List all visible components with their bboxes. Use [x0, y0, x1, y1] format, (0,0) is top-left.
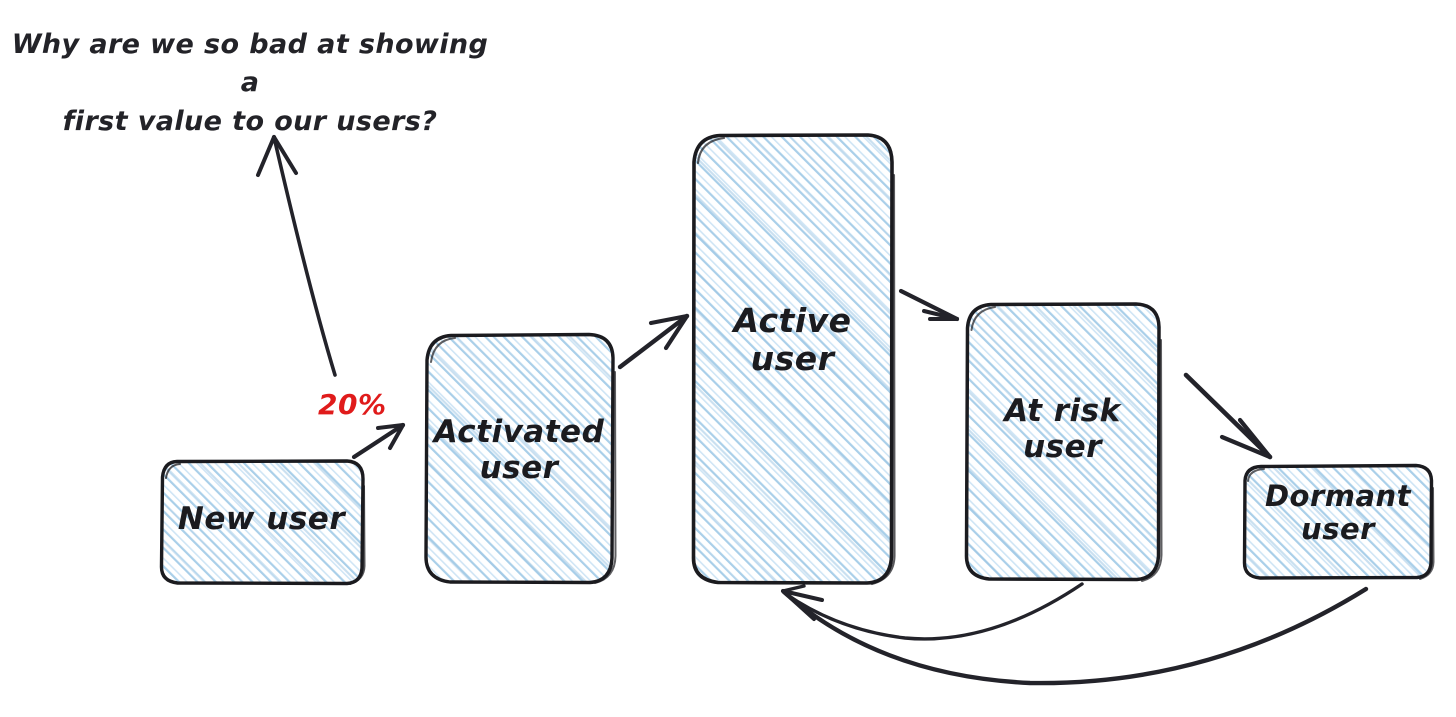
activated-user-fill-overlay: [424, 334, 614, 583]
arrow-head-b-new-activated: [388, 423, 405, 450]
node-active-user[interactable]: [691, 133, 896, 586]
edge-at-risk-back-to-active: [784, 582, 1084, 641]
active-user-fill-overlay: [692, 134, 893, 584]
arrow-head-a-activated-active: [648, 313, 690, 326]
node-new-user[interactable]: [159, 459, 366, 586]
arrow-head-b-atrisk-dormant: [1219, 434, 1273, 460]
new-user-outline-sketch: [165, 463, 366, 585]
edge-activated-to-active: [617, 313, 690, 370]
return-arrow-head-a: [781, 589, 824, 602]
node-activated-user[interactable]: [424, 332, 617, 585]
dormant-user-outline-sketch: [1247, 468, 1435, 580]
callout-arrow-head-left: [256, 135, 276, 177]
arrow-shaft-active-atrisk: [898, 288, 960, 322]
node-at-risk-user[interactable]: [964, 302, 1163, 582]
at-risk-user-outline: [964, 302, 1161, 582]
callout-arrow-shaft: [272, 135, 337, 377]
arrow-shaft-activated-active: [617, 313, 690, 370]
return-arrow-shaft-atrisk: [784, 582, 1084, 641]
arrow-head-a-new-activated: [376, 423, 405, 430]
return-arrow-head-c: [781, 584, 806, 593]
activated-user-outline-sketch: [430, 337, 617, 584]
activated-user-outline: [424, 332, 615, 585]
edge-at-risk-to-dormant: [1183, 372, 1273, 460]
return-arrow-shaft-dormant: [781, 586, 1369, 686]
dormant-user-fill-overlay: [1242, 465, 1433, 579]
arrow-shaft-new-activated: [351, 422, 406, 460]
edge-new-to-activated: [351, 422, 406, 460]
arrow-head-b-activated-active: [663, 313, 690, 351]
arrow-shaft-atrisk-dormant: [1183, 372, 1273, 460]
arrow-head-a-atrisk-dormant: [1237, 417, 1273, 460]
dormant-user-outline: [1242, 463, 1434, 580]
active-user-outline: [691, 133, 894, 585]
edge-dormant-back-to-active: [781, 584, 1369, 686]
active-user-outline-sketch: [696, 136, 896, 586]
at-risk-user-fill-overlay: [964, 303, 1160, 580]
page-title: Why are we so bad at showing a first val…: [11, 29, 489, 137]
return-arrow-head-b: [781, 589, 816, 621]
new-user-fill-overlay: [160, 460, 363, 584]
node-dormant-user[interactable]: [1242, 463, 1435, 580]
new-user-outline: [159, 459, 365, 586]
callout-arrow-head-right: [272, 135, 298, 175]
edge-active-to-at-risk: [898, 288, 960, 322]
at-risk-user-outline-sketch: [970, 306, 1163, 582]
conversion-rate-annotation: 20%: [318, 388, 387, 421]
edge-activated-dropoff-callout: [256, 135, 337, 377]
